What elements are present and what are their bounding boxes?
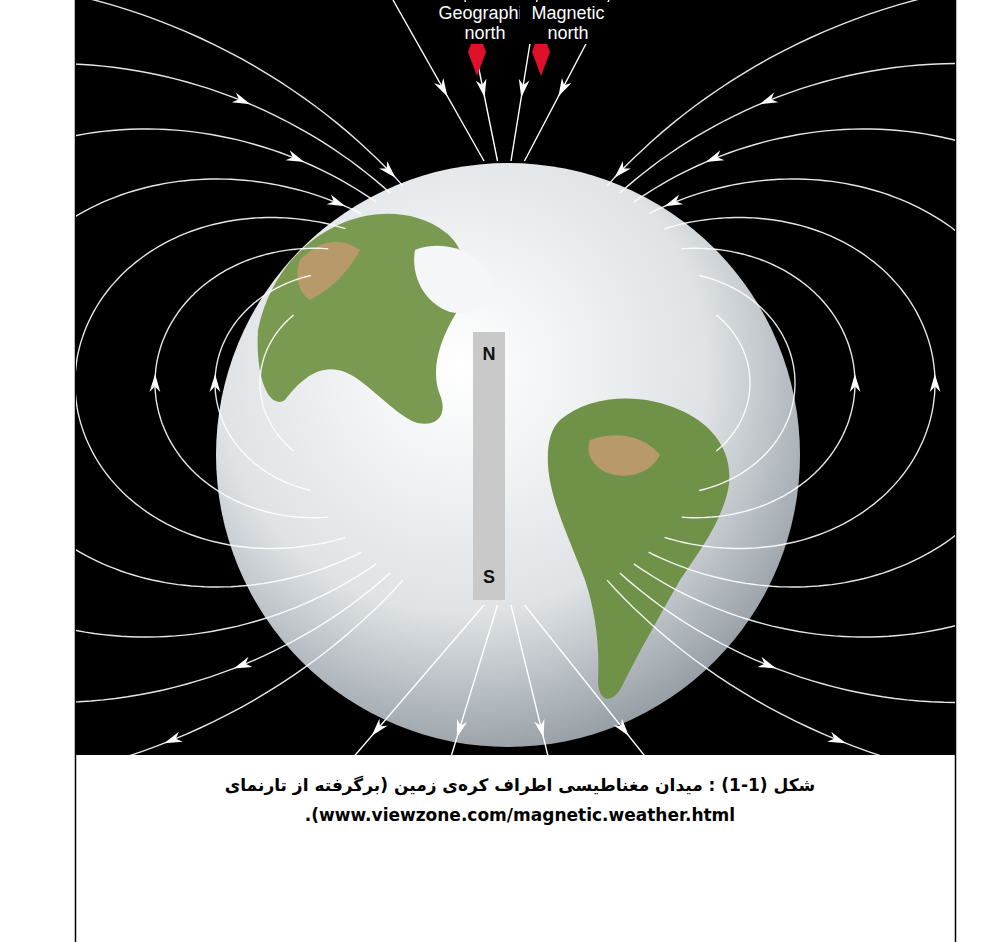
field-arrowhead: [615, 161, 631, 178]
frame-line: [75, 0, 77, 942]
black-panel: [76, 0, 955, 755]
field-line: [76, 64, 390, 703]
field-arrowhead: [930, 374, 941, 392]
field-line: [525, 605, 649, 755]
figure-caption: شکل (1-1) : میدان مغناطیسی اطراف کره‌ی ز…: [200, 770, 840, 830]
field-line: [699, 276, 795, 491]
field-arrowhead: [850, 374, 861, 392]
field-arrowhead: [372, 719, 388, 736]
field-arrowhead: [457, 719, 467, 738]
field-arrowhead: [164, 732, 183, 744]
field-arrowhead: [434, 78, 448, 96]
south-america: [548, 399, 730, 699]
field-arrowhead: [379, 161, 395, 178]
field-line: [620, 64, 955, 703]
field-arrowhead: [613, 719, 628, 736]
field-arrowhead: [827, 732, 846, 744]
field-line: [649, 179, 955, 587]
land-relief: [297, 242, 360, 300]
field-arrowhead: [758, 657, 777, 669]
field-arrowhead: [665, 194, 684, 206]
bar-magnet: NS: [473, 332, 505, 600]
field-line: [665, 218, 936, 549]
ice-cap: [414, 246, 491, 313]
earth-globe: [216, 163, 800, 747]
field-arrowhead: [476, 79, 487, 98]
field-line: [682, 248, 855, 517]
field-line: [351, 605, 484, 755]
land-relief: [588, 435, 660, 475]
field-arrowhead: [327, 194, 346, 206]
pole-label: Magnetic north: [520, 2, 616, 44]
field-arrowhead: [534, 719, 544, 738]
field-line: [76, 0, 403, 755]
frame-line: [955, 0, 957, 942]
pole-letter: S: [483, 567, 495, 588]
field-line: [76, 218, 346, 549]
field-arrowhead: [519, 79, 530, 98]
field-line: [76, 129, 376, 637]
field-arrowhead: [558, 78, 571, 96]
field-arrowhead: [286, 150, 305, 162]
field-line: [716, 315, 750, 451]
field-arrowhead: [760, 92, 779, 104]
field-arrowhead: [234, 657, 253, 669]
field-arrowhead: [209, 374, 220, 392]
field-line: [634, 129, 955, 637]
field-arrowhead: [149, 374, 160, 392]
field-line: [607, 0, 955, 755]
field-arrowhead: [706, 150, 725, 162]
field-line: [450, 605, 498, 755]
field-line: [260, 315, 294, 451]
field-line: [155, 248, 328, 517]
field-arrowhead: [232, 92, 251, 104]
field-line: [76, 179, 361, 587]
pole-letter: N: [483, 344, 496, 365]
field-line: [215, 276, 311, 491]
